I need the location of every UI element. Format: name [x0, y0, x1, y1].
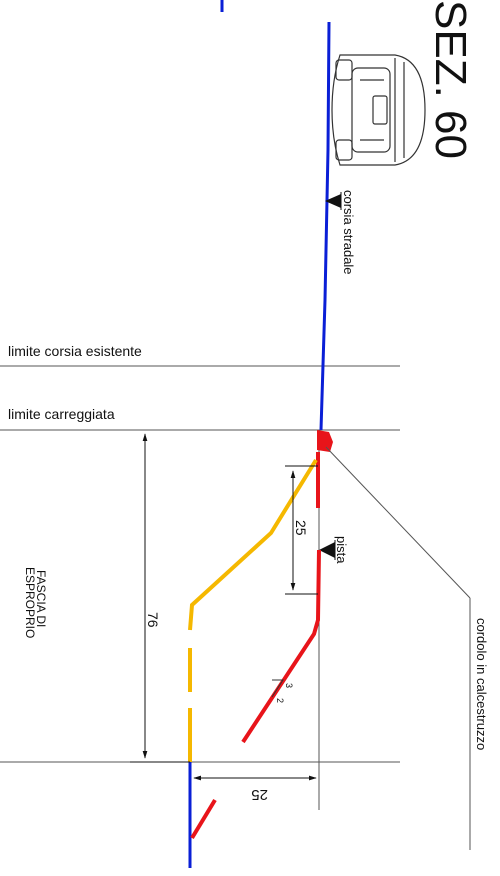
cordolo-leader [325, 446, 471, 599]
road-profile [319, 21, 331, 431]
cordolo-block [317, 430, 333, 452]
limite-corsia-label: limite corsia esistente [8, 343, 142, 359]
slope-triangle [271, 679, 284, 698]
yellow-profile-main [188, 458, 318, 631]
section-title: SEZ. 60 [426, 0, 475, 159]
corsia-level-marker [325, 194, 341, 208]
esproprio-dim-label: 76 [145, 612, 161, 628]
red-profile-tail [190, 798, 217, 840]
pista-dim-label: 25 [293, 520, 309, 536]
red-profile-main [241, 549, 321, 744]
corsia-stradale-label: corsia stradale [341, 190, 356, 275]
fascia-label-line2: ESPROPRIO [23, 567, 37, 638]
limite-carreggiata-label: limite carreggiata [8, 406, 115, 422]
slope-run-label: 2 [275, 698, 285, 703]
pista-level-marker [319, 542, 335, 558]
offset-dim-label: 25 [251, 786, 268, 803]
fascia-label-line1: FASCIA DI [34, 570, 48, 627]
pista-label: pista [334, 536, 349, 564]
car-icon [331, 54, 426, 166]
slope-rise-label: 3 [284, 683, 294, 688]
cordolo-label: cordolo in calcestruzzo [474, 618, 489, 750]
